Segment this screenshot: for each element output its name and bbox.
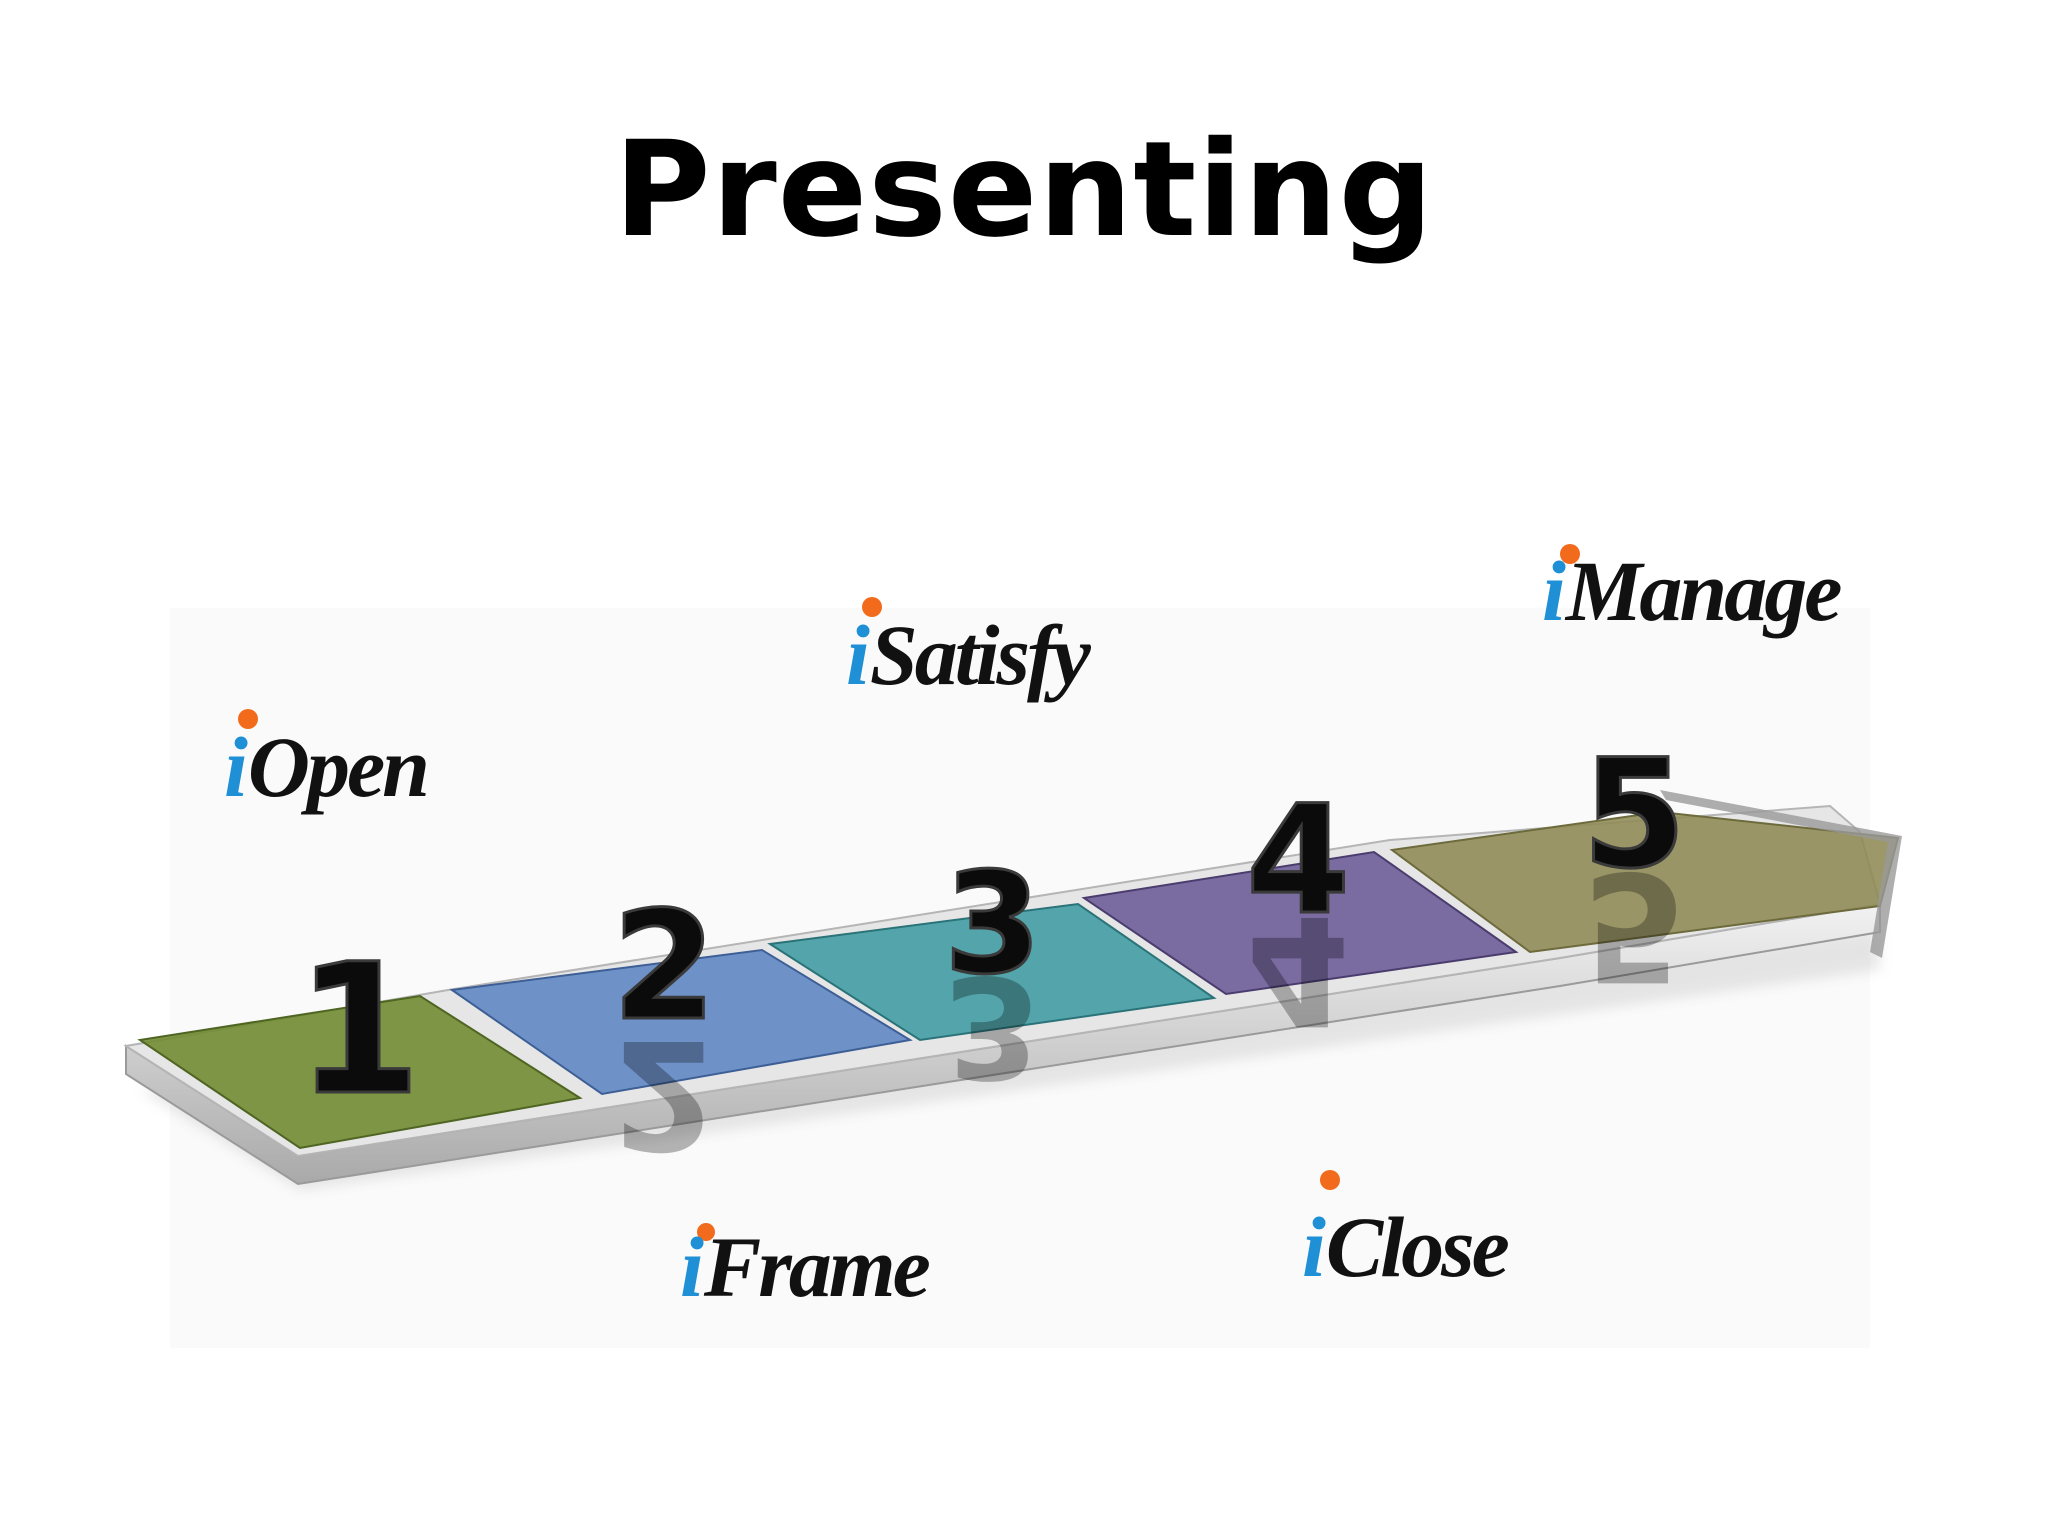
step-label-satisfy: iSatisfy [846,597,1095,703]
step-number-3-reflection: 3 [944,944,1041,1107]
step-number-4-reflection: 4 [1246,882,1350,1056]
step-label-frame-text: Frame [703,1219,930,1315]
step-number-2: 2 [612,880,716,1054]
step-panel-4 [1081,850,1519,996]
step-label-manage: iManage [1542,543,1844,639]
step-label-open-i: i [224,719,248,815]
step-panels [137,790,1902,1150]
step-label-open: iOpen [224,709,430,815]
step-label-satisfy-text: Satisfy [870,607,1092,703]
step-number-3: 3 [944,843,1041,1006]
step-number-4: 4 [1246,774,1350,948]
step-label-frame-i: i [680,1219,704,1315]
step-panel-2 [449,948,913,1096]
svg-text:iFrame: iFrame [680,1219,930,1315]
step-label-frame: iFrame [680,1219,933,1315]
slide-title: Presenting [613,113,1435,267]
svg-text:iOpen: iOpen [224,719,427,815]
svg-text:iClose: iClose [1302,1199,1509,1295]
step-label-open-text: Open [248,719,427,815]
svg-text:iSatisfy: iSatisfy [846,607,1092,703]
i-dot-icon [1560,544,1580,564]
arrow-head [1660,790,1902,958]
svg-text:iManage: iManage [1542,543,1841,639]
i-dot-icon [697,1223,715,1241]
step-label-manage-i: i [1542,543,1566,639]
step-number-5-reflection: 5 [1582,838,1686,1012]
step-panel-1 [137,994,583,1150]
step-label-manage-text: Manage [1564,543,1841,639]
step-number-5: 5 [1582,728,1686,902]
step-label-close-text: Close [1326,1199,1509,1295]
step-number-1: 1 [296,926,421,1135]
step-label-satisfy-i: i [846,607,870,703]
step-number-2-reflection: 2 [612,1006,716,1180]
i-dot-icon [238,709,258,729]
step-label-close: iClose [1302,1170,1512,1295]
i-dot-icon [1320,1170,1340,1190]
step-panel-3 [767,902,1217,1042]
step-numbers: 1 2 3 4 5 2 3 4 5 [295,727,1688,1181]
step-label-close-i: i [1302,1199,1326,1295]
i-dot-icon [862,597,882,617]
